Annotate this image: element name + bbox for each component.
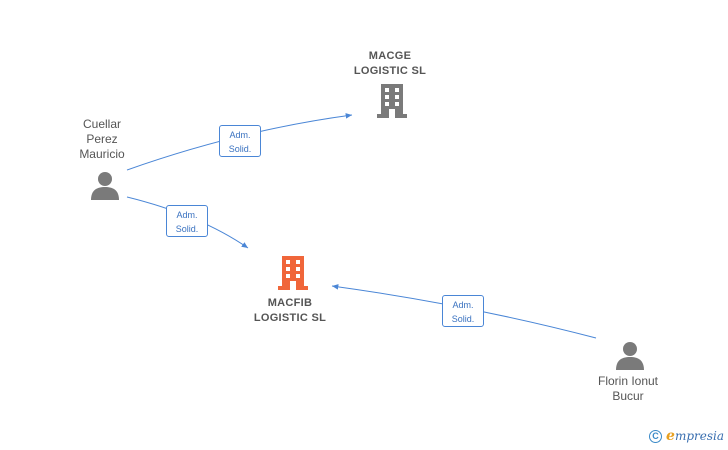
brand-rest: mpresia bbox=[674, 429, 724, 443]
brand-watermark[interactable]: C empresia bbox=[649, 428, 724, 444]
edge-label-cuellar-macfib[interactable]: Adm. Solid. bbox=[166, 205, 208, 237]
person-label-cuellar[interactable]: Cuellar Perez Mauricio bbox=[79, 117, 125, 161]
edge-label-florin-macfib[interactable]: Adm. Solid. bbox=[442, 295, 484, 327]
edge-label-cuellar-macge[interactable]: Adm. Solid. bbox=[219, 125, 261, 157]
building-icon[interactable] bbox=[376, 84, 408, 118]
person-icon[interactable] bbox=[90, 170, 120, 200]
edge-label-line1: Adm. bbox=[229, 130, 251, 140]
person-icon[interactable] bbox=[615, 340, 645, 370]
edge-label-line2: Solid. bbox=[451, 314, 475, 324]
building-icon[interactable] bbox=[277, 256, 309, 290]
edge-label-line2: Solid. bbox=[228, 144, 252, 154]
company-label-macge[interactable]: MACGE LOGISTIC SL bbox=[353, 50, 427, 77]
copyright-icon: C bbox=[649, 429, 663, 443]
edge-label-line1: Adm. bbox=[452, 300, 474, 310]
edge-label-line2: Solid. bbox=[175, 224, 199, 234]
company-label-macfib[interactable]: MACFIB LOGISTIC SL bbox=[253, 297, 327, 324]
brand-name: empresia bbox=[666, 428, 724, 444]
person-label-florin[interactable]: Florin Ionut Bucur bbox=[597, 374, 659, 403]
edge-label-line1: Adm. bbox=[176, 210, 198, 220]
brand-initial: e bbox=[666, 428, 675, 444]
